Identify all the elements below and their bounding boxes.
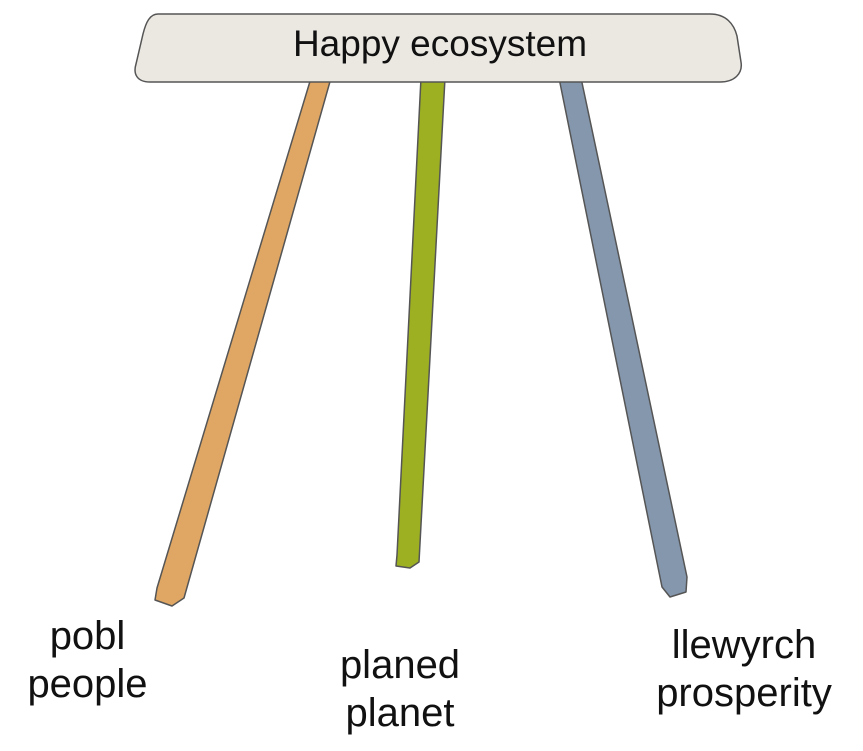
leg-label-prosperity-welsh: llewyrch [671, 623, 817, 667]
leg-planet [395, 77, 446, 569]
leg-label-people-welsh: pobl [49, 614, 126, 658]
seat-label: Happy ecosystem [292, 23, 588, 64]
leg-label-planet: planed planet [300, 641, 500, 737]
leg-prosperity [558, 77, 688, 598]
leg-label-people-english: people [27, 662, 148, 706]
leg-label-prosperity: llewyrch prosperity [625, 621, 863, 717]
leg-label-prosperity-english: prosperity [656, 671, 832, 715]
leg-label-planet-english: planet [345, 691, 455, 735]
leg-people [154, 77, 332, 607]
seat-board [134, 13, 742, 83]
leg-label-planet-welsh: planed [339, 643, 461, 687]
leg-label-people: pobl people [0, 612, 175, 708]
